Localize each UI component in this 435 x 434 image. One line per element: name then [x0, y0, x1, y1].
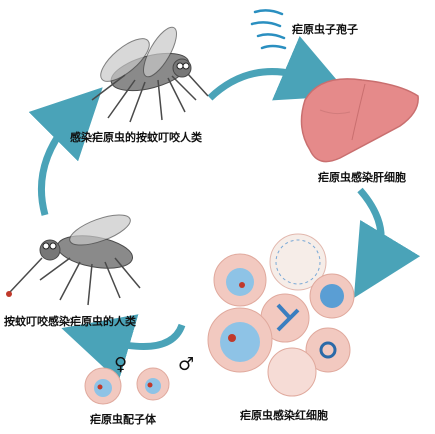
- mosquito-bottom-icon: [6, 214, 141, 306]
- liver-icon: [300, 78, 419, 163]
- arrow-mosquito-to-mosquito: [28, 87, 103, 216]
- female-symbol: ♀: [114, 354, 128, 375]
- label-gametocyte: 疟原虫配子体: [90, 413, 156, 426]
- arrow-mosquito-to-liver: [207, 36, 351, 101]
- male-symbol: ♂: [178, 354, 195, 375]
- sporozoite-icon: [250, 9, 287, 50]
- arrow-gametocyte-to-mosquito: [61, 314, 186, 382]
- rbc-cluster-icon: [207, 233, 355, 397]
- label-mosquito-bites-human: 感染疟原虫的按蚊叮咬人类: [70, 131, 202, 144]
- label-rbc-infection: 疟原虫感染红细胞: [240, 409, 328, 422]
- label-mosquito-bites-infected: 按蚊叮咬感染疟原虫的人类: [4, 315, 136, 328]
- label-liver-infection: 疟原虫感染肝细胞: [318, 171, 406, 184]
- mosquito-top-icon: [91, 26, 209, 123]
- label-sporozoite: 疟原虫子孢子: [292, 23, 358, 36]
- arrow-liver-to-rbc: [353, 187, 421, 298]
- gametocyte-icon: [84, 367, 170, 405]
